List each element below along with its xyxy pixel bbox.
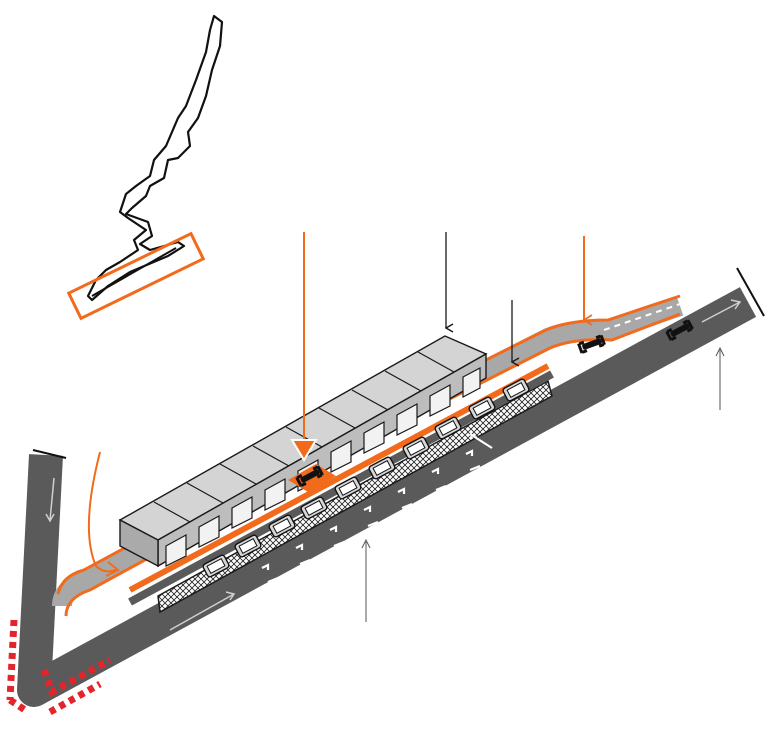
pit-box: [268, 514, 296, 538]
pit-box: [402, 436, 430, 460]
pit-boxes: [202, 378, 530, 578]
direction-arrow-icon: [45, 299, 742, 631]
pit-box: [502, 378, 530, 402]
pit-box: [202, 554, 230, 578]
corner-kerbs: [6, 619, 112, 716]
pit-box: [468, 396, 496, 420]
pit-box: [300, 496, 328, 520]
pit-box: [434, 416, 462, 440]
main-track: [17, 267, 765, 707]
pit-box: [234, 534, 262, 558]
pit-box: [334, 476, 362, 500]
grid-markings: [261, 433, 500, 584]
highlighted-pit-box: [288, 464, 336, 492]
pit-box: [368, 456, 396, 480]
circuit-highlight-box: [66, 231, 206, 321]
circuit-outline-icon: [86, 14, 224, 302]
annotation-arrows: [87, 232, 725, 622]
